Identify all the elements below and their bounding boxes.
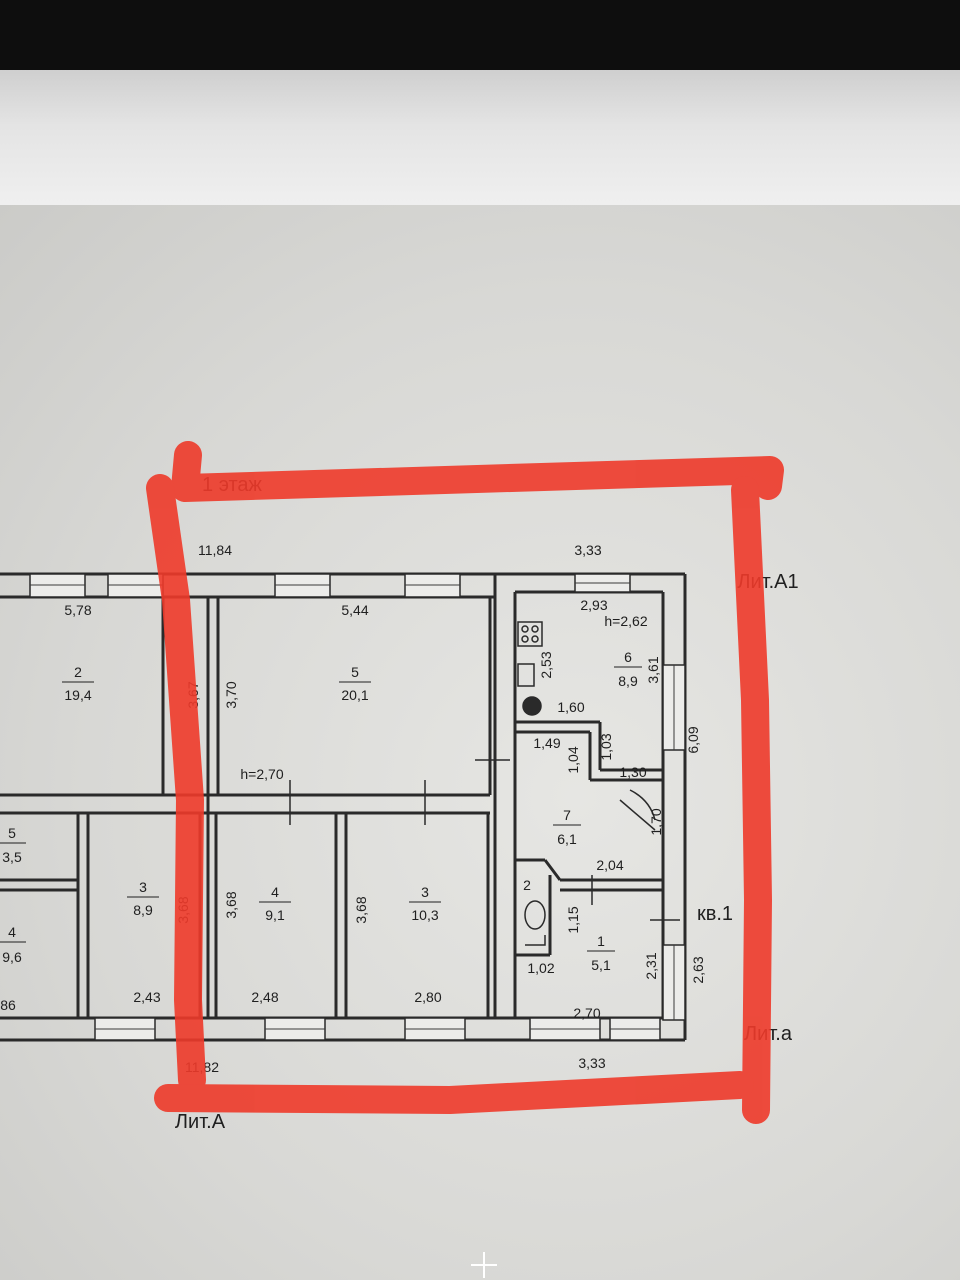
dimension: 5,78: [64, 602, 91, 618]
dimension: 1,49: [533, 735, 560, 751]
dimension: 2,04: [596, 857, 623, 873]
dimension: 3,70: [223, 681, 239, 708]
dimension: 3,68: [353, 896, 369, 923]
room-area: 19,4: [64, 687, 91, 703]
windows: [29, 573, 686, 1041]
dimension: 2,63: [690, 956, 706, 983]
monitor-bezel: [0, 0, 960, 70]
red-marker-outline: [146, 441, 784, 1124]
lit-a-label: Лит.А: [175, 1111, 226, 1133]
dimension: 2,53: [538, 651, 554, 678]
room-number: 7: [563, 807, 571, 823]
room-number: 2: [523, 877, 531, 893]
room-number: 2: [74, 664, 82, 680]
window-glazing-lines: [30, 582, 675, 1030]
dimension: 2,80: [414, 989, 441, 1005]
screen-glare: [0, 70, 960, 210]
walls: [0, 572, 687, 1042]
dimension: 1,02: [527, 960, 554, 976]
door-marks: [289, 759, 680, 921]
dimension: 1,15: [565, 906, 581, 933]
crosshair-cursor-icon: [471, 1252, 497, 1278]
room-number: 5: [351, 664, 359, 680]
room-area: 20,1: [341, 687, 368, 703]
dimension: 1,60: [557, 699, 584, 715]
room-area: 8,9: [618, 673, 638, 689]
dimension: 2,43: [133, 989, 160, 1005]
room-area: 8,9: [133, 902, 153, 918]
marker-bottom-stroke: [154, 1071, 754, 1114]
dim-top-main: 11,84: [198, 542, 232, 558]
dimension: 1,03: [598, 733, 614, 760]
height-main: h=2,70: [240, 766, 283, 782]
dim-top-annex: 3,33: [574, 542, 601, 558]
dim-bottom-annex: 3,33: [578, 1055, 605, 1071]
room-area: 9,1: [265, 907, 285, 923]
dimension: 1,30: [619, 764, 646, 780]
dimension: 5,44: [341, 602, 368, 618]
boiler-icon: [522, 696, 542, 716]
room-area: 5,1: [591, 957, 611, 973]
dimension: 1,70: [648, 808, 664, 835]
room-number: 1: [597, 933, 605, 949]
stove-icon: [517, 621, 543, 647]
room-area: 10,3: [411, 907, 438, 923]
sink-icon: [517, 663, 535, 687]
kitchen-fixtures: [517, 621, 546, 946]
room-number: 4: [271, 884, 279, 900]
dimension: 3,68: [223, 891, 239, 918]
dimension: 2,31: [643, 952, 659, 979]
marker-left-stroke: [146, 474, 206, 1094]
dimension: 3,61: [645, 656, 661, 683]
stairs-icon: [525, 935, 546, 946]
room-number: 4: [8, 924, 16, 940]
marker-right-stroke: [731, 476, 772, 1124]
room-number: 3: [139, 879, 147, 895]
dimension: 1,04: [565, 746, 581, 773]
toilet-icon: [524, 900, 546, 930]
room-area: 9,6: [2, 949, 22, 965]
room-number: 3: [421, 884, 429, 900]
dimension: 2,48: [251, 989, 278, 1005]
room-number: 5: [8, 825, 16, 841]
apartment-label: кв.1: [697, 903, 733, 925]
room-area: 6,1: [557, 831, 577, 847]
room-area: 3,5: [2, 849, 22, 865]
height-annex: h=2,62: [604, 613, 647, 629]
dimension: 2,93: [580, 597, 607, 613]
dimension: 2,70: [573, 1005, 600, 1021]
dimension: 86: [0, 997, 16, 1013]
room-number: 6: [624, 649, 632, 665]
marker-top-stroke: [171, 441, 784, 502]
dimension: 6,09: [685, 726, 701, 753]
